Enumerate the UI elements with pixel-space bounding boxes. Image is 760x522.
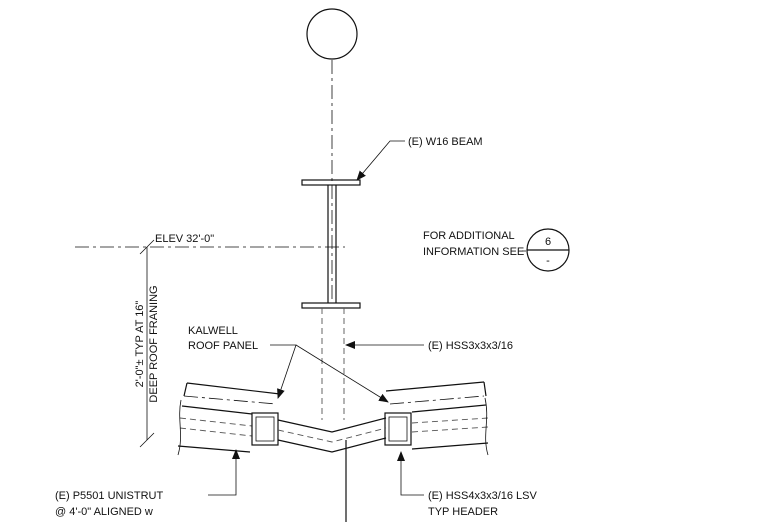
detail-bubble: 6 - bbox=[526, 228, 570, 272]
panel-callout: KALWELL ROOF PANEL bbox=[188, 325, 389, 403]
elevation-label: ELEV 32'-0" bbox=[155, 233, 214, 245]
sheet-number: - bbox=[546, 255, 550, 267]
dimension-text-line2: DEEP ROOF FRANING bbox=[148, 285, 160, 402]
vertical-dimension: 2'-0"± TYP AT 16" DEEP ROOF FRANING bbox=[134, 239, 160, 448]
right-hss-header bbox=[384, 412, 412, 446]
panel-callout-line2: ROOF PANEL bbox=[188, 340, 258, 352]
beam-callout: (E) W16 BEAM bbox=[356, 136, 483, 181]
panel-callout-line1: KALWELL bbox=[188, 325, 238, 337]
dimension-text-line1: 2'-0"± TYP AT 16" bbox=[134, 301, 146, 388]
hss-post-callout-text: (E) HSS3x3x3/16 bbox=[428, 340, 513, 352]
detail-reference: FOR ADDITIONAL INFORMATION SEE 6 - bbox=[423, 228, 570, 272]
header-callout-line1: (E) HSS4x3x3/16 LSV bbox=[428, 490, 537, 502]
detail-number: 6 bbox=[545, 236, 551, 248]
right-roof-panel bbox=[385, 381, 489, 456]
center-unistrut bbox=[277, 417, 387, 453]
left-hss-header bbox=[251, 412, 279, 446]
unistrut-callout-line2: @ 4'-0" ALIGNED w bbox=[55, 506, 153, 518]
hss-post bbox=[321, 308, 345, 420]
detail-note-line2: INFORMATION SEE bbox=[423, 246, 524, 258]
hss-post-callout: (E) HSS3x3x3/16 bbox=[345, 340, 513, 352]
header-callout-line2: TYP HEADER bbox=[428, 506, 498, 518]
left-roof-panel bbox=[177, 382, 281, 456]
grid-bubble bbox=[306, 8, 358, 60]
unistrut-callout: (E) P5501 UNISTRUT @ 4'-0" ALIGNED w bbox=[55, 449, 240, 518]
unistrut-callout-line1: (E) P5501 UNISTRUT bbox=[55, 490, 163, 502]
header-callout: (E) HSS4x3x3/16 LSV TYP HEADER bbox=[397, 451, 537, 518]
beam-callout-text: (E) W16 BEAM bbox=[408, 136, 483, 148]
detail-note-line1: FOR ADDITIONAL bbox=[423, 230, 515, 242]
w16-beam bbox=[301, 179, 361, 309]
